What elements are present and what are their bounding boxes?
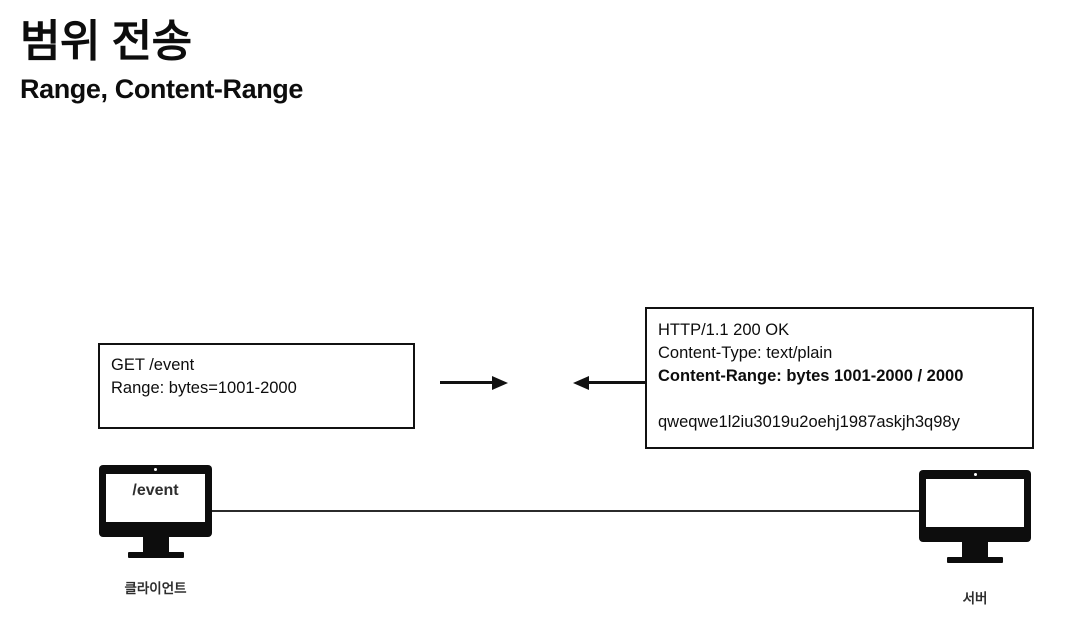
server-node: 서버 xyxy=(919,470,1031,607)
response-line-content-range: Content-Range: bytes 1001-2000 / 2000 xyxy=(658,367,964,385)
http-response-box: HTTP/1.1 200 OK Content-Type: text/plain… xyxy=(645,307,1034,449)
arrow-head xyxy=(573,375,589,390)
monitor-stand-neck xyxy=(142,537,169,552)
page-subtitle: Range, Content-Range xyxy=(20,73,304,104)
left-arrow-icon xyxy=(573,373,645,391)
response-body-text: qweqwe1l2iu3019u2oehj1987askjh3q98y xyxy=(658,413,960,431)
webcam-dot-icon xyxy=(154,468,157,471)
response-line-content-type: Content-Type: text/plain xyxy=(658,344,833,362)
monitor-stand-foot xyxy=(947,557,1003,563)
http-request-box: GET /event Range: bytes=1001-2000 xyxy=(98,343,415,429)
right-arrow-icon xyxy=(440,373,510,391)
client-label: 클라이언트 xyxy=(124,581,187,596)
client-screen-text: /event xyxy=(132,482,179,499)
arrow-shaft xyxy=(589,381,645,384)
server-label: 서버 xyxy=(962,591,988,606)
client-node: /event 클라이언트 xyxy=(99,465,212,597)
server-monitor-icon xyxy=(919,470,1031,542)
client-monitor-screen: /event xyxy=(106,474,205,522)
client-monitor-icon: /event xyxy=(99,465,212,537)
page-title: 범위 전송 xyxy=(20,17,192,66)
arrow-shaft xyxy=(440,381,496,384)
request-line-method: GET /event xyxy=(111,356,195,374)
slide-heading: 범위 전송 Range, Content-Range xyxy=(20,18,920,105)
arrow-head xyxy=(492,375,508,390)
server-monitor-screen xyxy=(926,479,1024,527)
monitor-stand-foot xyxy=(127,552,184,558)
monitor-stand-neck xyxy=(962,542,988,557)
network-link-line xyxy=(207,510,924,512)
response-line-status: HTTP/1.1 200 OK xyxy=(658,321,790,339)
webcam-dot-icon xyxy=(973,473,977,476)
request-line-range-header: Range: bytes=1001-2000 xyxy=(111,379,297,397)
